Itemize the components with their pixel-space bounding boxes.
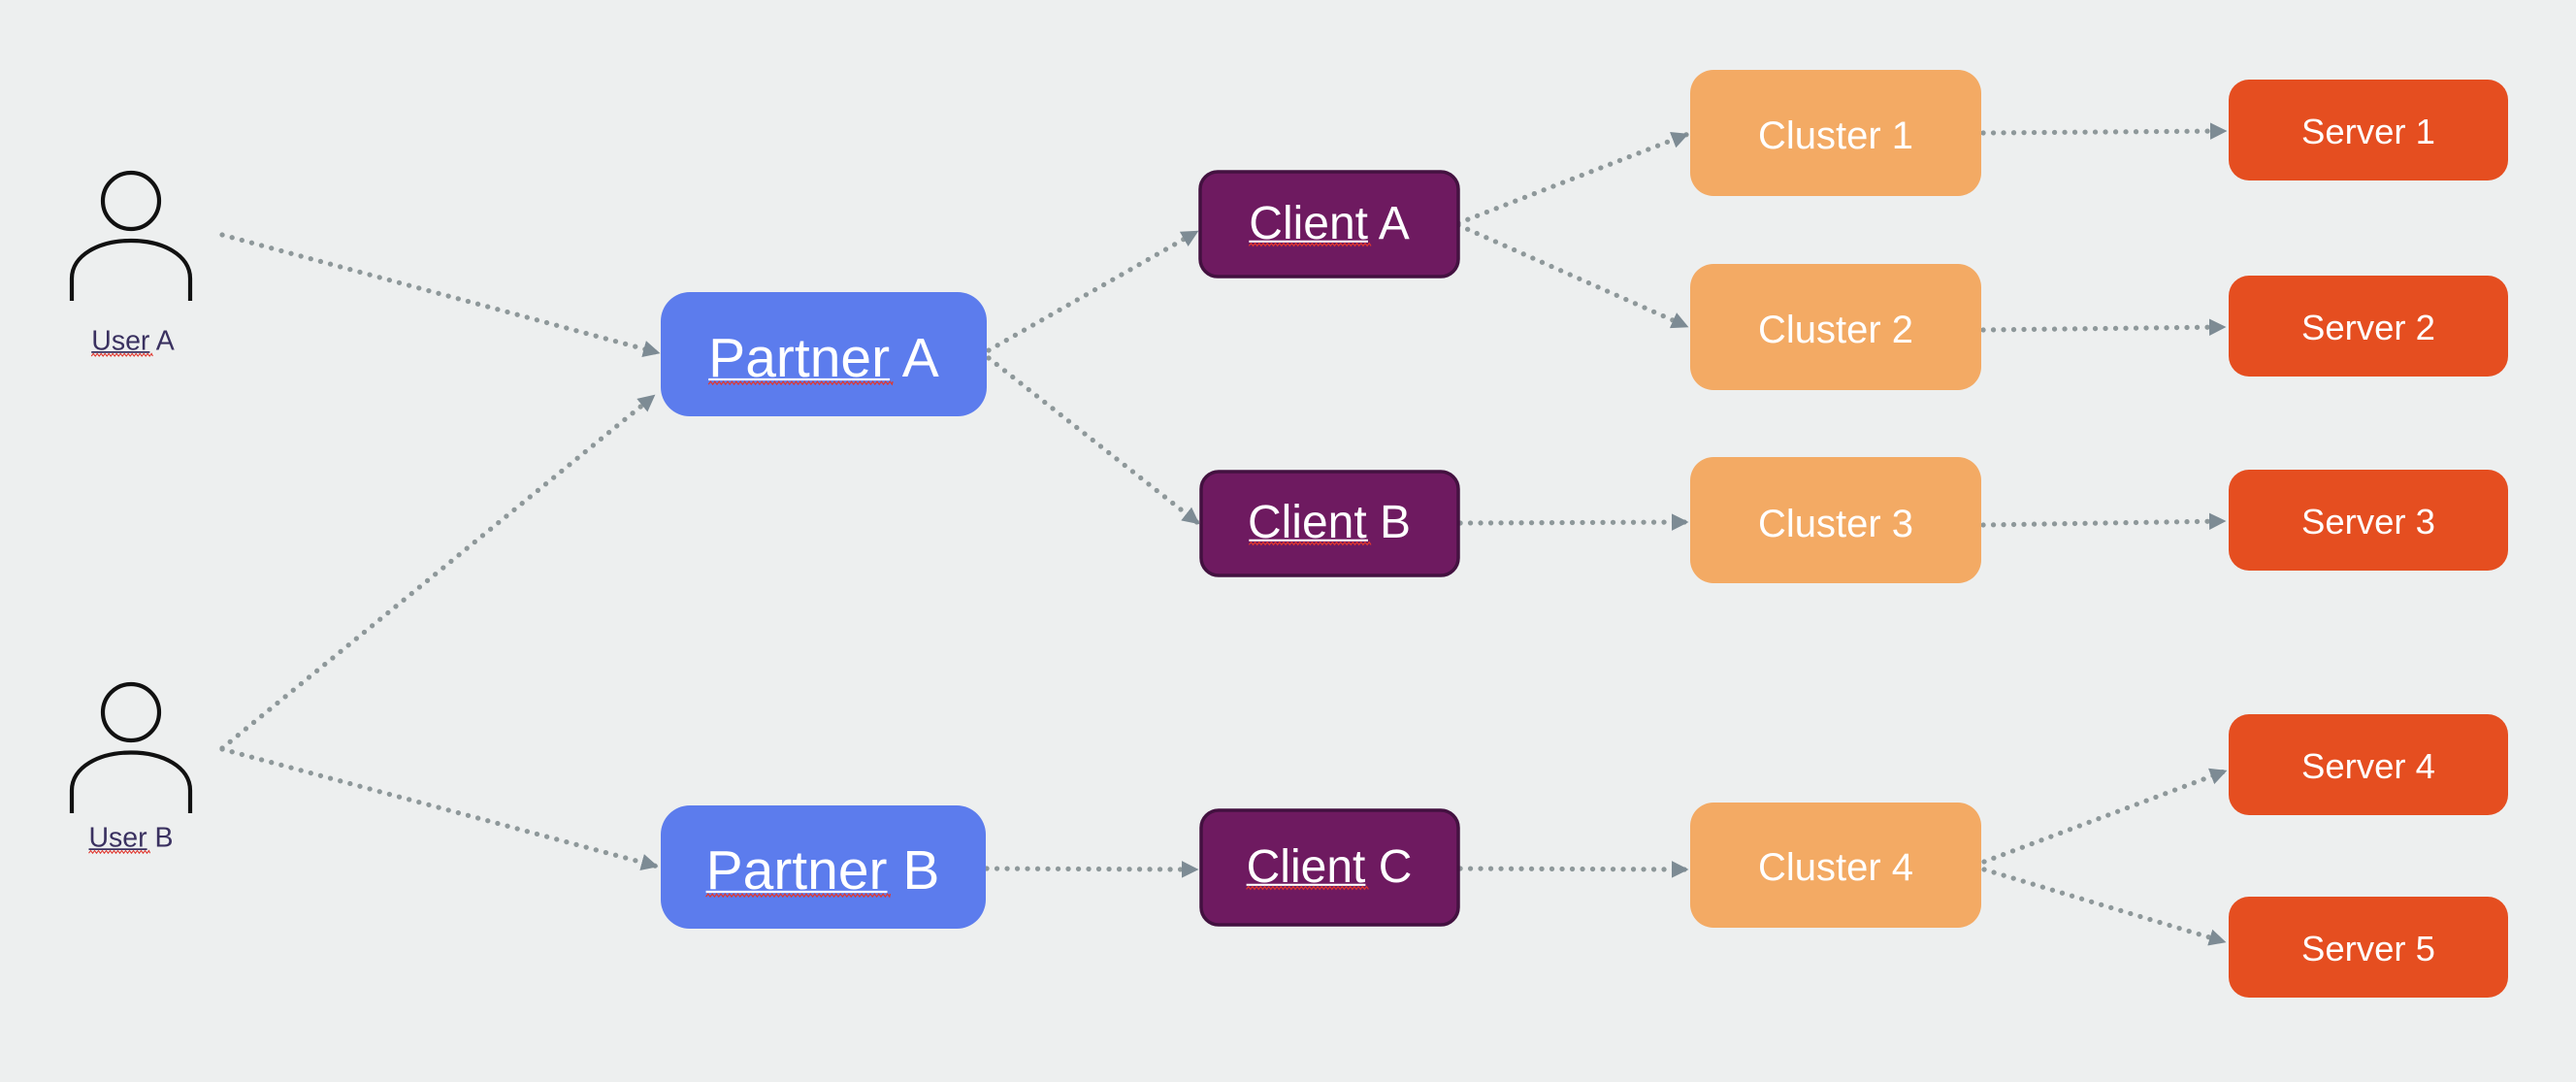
svg-text:Cluster 4: Cluster 4 <box>1758 846 1913 889</box>
svg-text:Server 3: Server 3 <box>2301 502 2435 541</box>
svg-text:Cluster 1: Cluster 1 <box>1758 115 1913 157</box>
svg-text:Cluster 2: Cluster 2 <box>1758 309 1913 351</box>
svg-text:Cluster 3: Cluster 3 <box>1758 503 1913 545</box>
svg-text:Server 1: Server 1 <box>2301 112 2435 151</box>
svg-text:Server 4: Server 4 <box>2301 746 2435 786</box>
svg-text:Server 5: Server 5 <box>2301 929 2435 968</box>
svg-text:Server 2: Server 2 <box>2301 308 2435 347</box>
